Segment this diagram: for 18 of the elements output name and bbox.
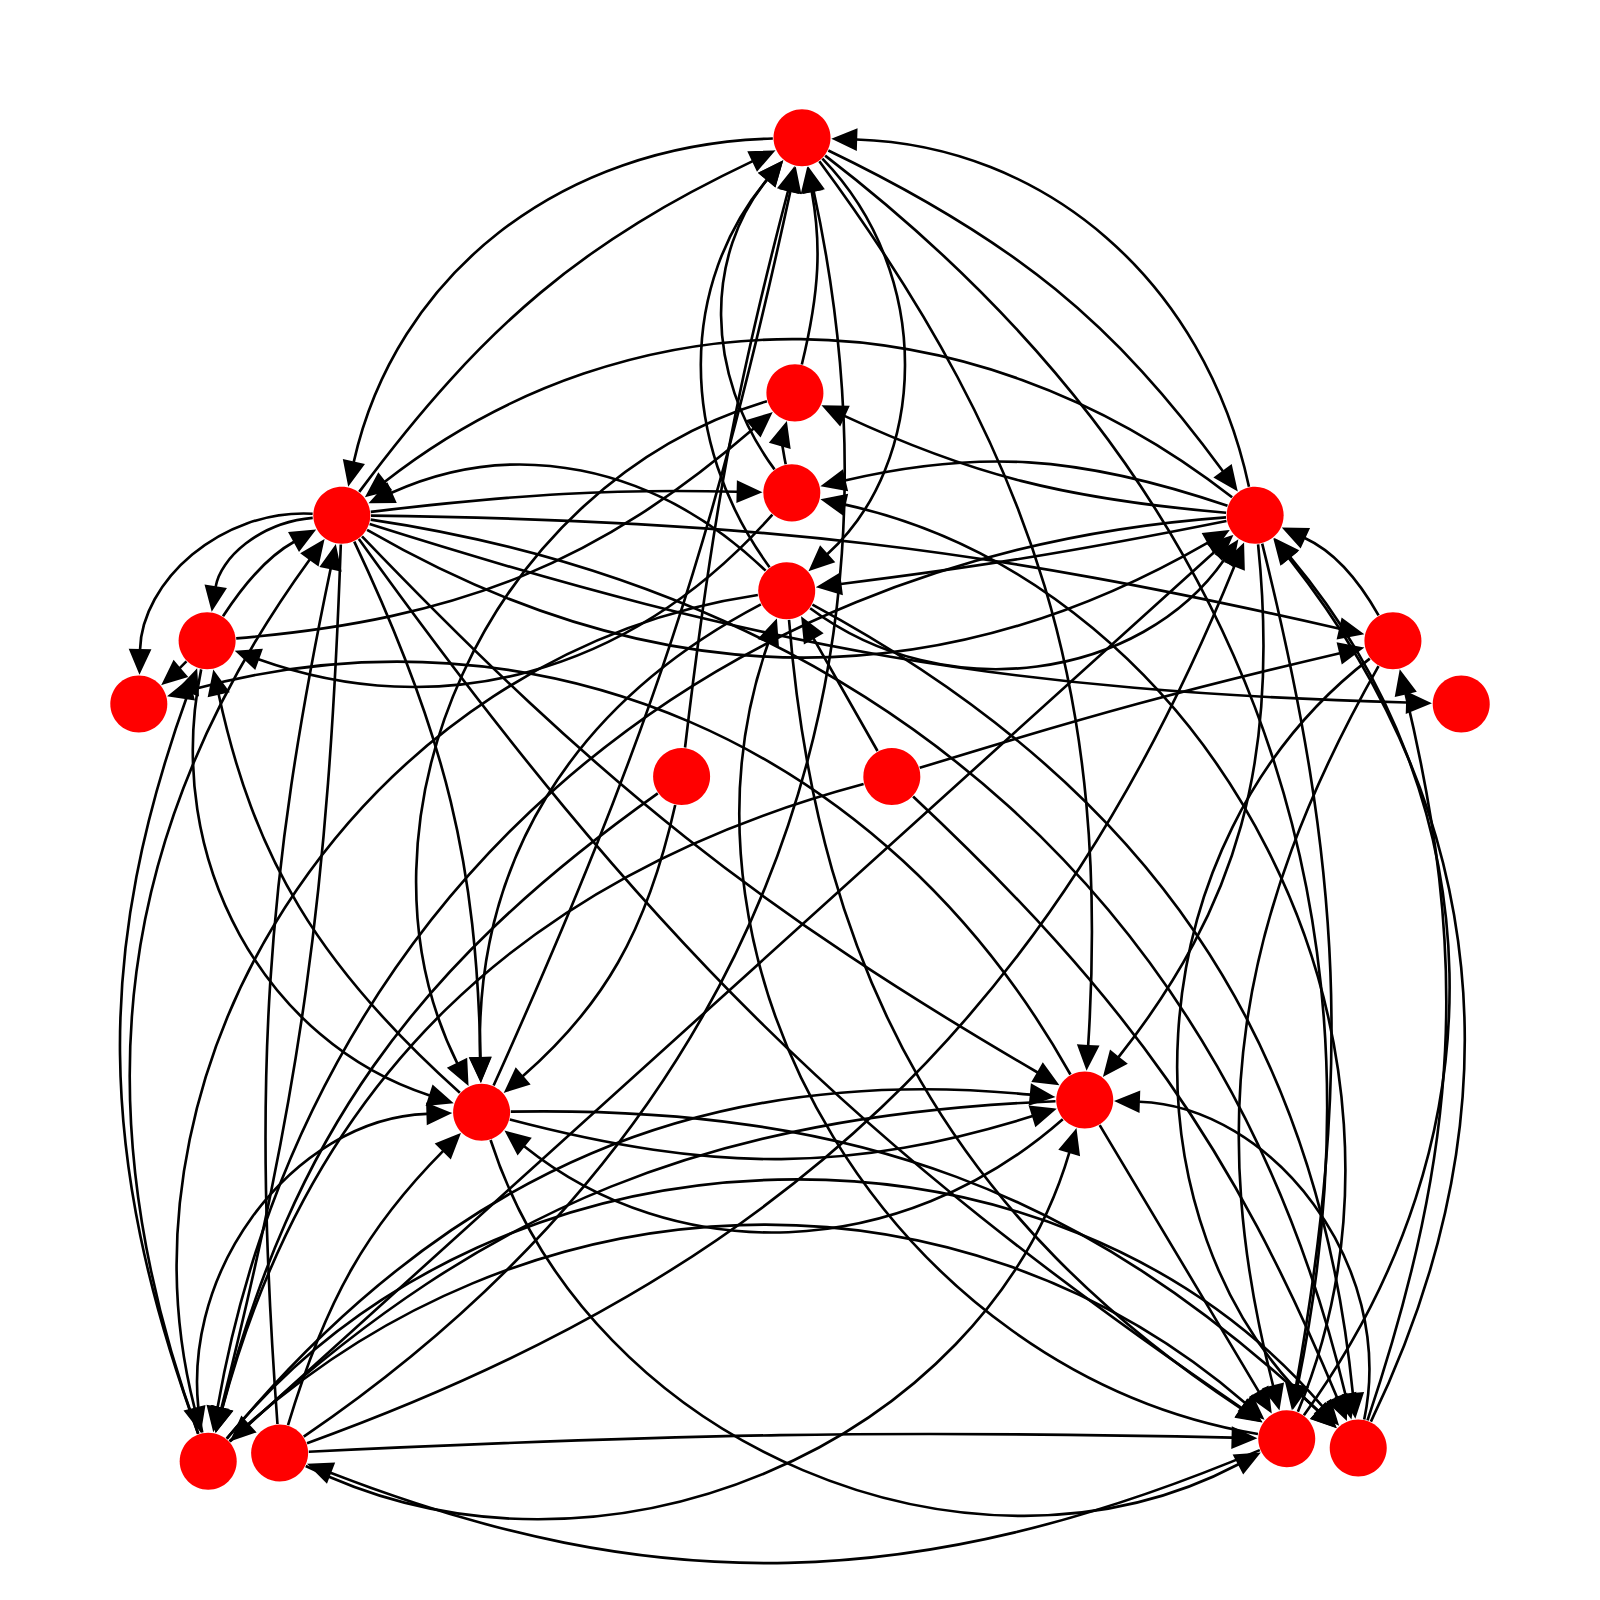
graph-node xyxy=(1226,486,1284,544)
graph-node xyxy=(763,464,821,522)
graph-node xyxy=(1056,1071,1114,1129)
graph-node xyxy=(179,1432,237,1490)
graph-node xyxy=(1432,675,1490,733)
graph-node xyxy=(766,364,824,422)
graph-node xyxy=(453,1083,511,1141)
graph-node xyxy=(653,748,711,805)
graph-node xyxy=(1329,1419,1387,1477)
graph-node xyxy=(110,675,168,733)
graph-node xyxy=(1364,612,1422,670)
graph-node xyxy=(758,562,816,620)
graph-node xyxy=(773,109,831,167)
graph-node xyxy=(178,612,236,670)
graph-node xyxy=(313,486,371,544)
graph-node xyxy=(251,1424,309,1482)
graph-node xyxy=(1258,1410,1316,1468)
graph-node xyxy=(863,748,921,805)
